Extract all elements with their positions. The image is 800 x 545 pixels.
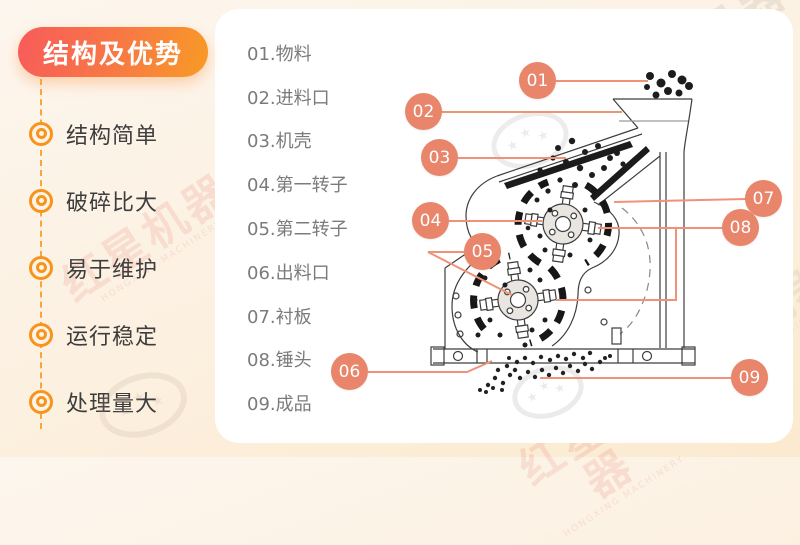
part-badge-08: 08 <box>722 209 759 246</box>
timeline-dashed-line <box>40 79 42 429</box>
part-badge-03: 03 <box>421 139 458 176</box>
legend-item: 03.机壳 <box>247 131 312 153</box>
feature-label: 处理量大 <box>66 391 159 417</box>
bullseye-icon <box>29 255 53 280</box>
parts-legend: 01.物料 02.进料口 03.机壳 04.第一转子 05.第二转子 06.出料… <box>247 31 348 425</box>
legend-item: 08.锤头 <box>247 350 312 372</box>
part-badge-04: 04 <box>412 202 449 239</box>
feature-item: 运行稳定 <box>29 301 158 368</box>
legend-item: 06.出料口 <box>247 262 330 284</box>
feature-item: 处理量大 <box>29 368 158 435</box>
part-badge-05: 05 <box>464 233 501 270</box>
bullseye-icon <box>29 188 53 213</box>
feature-label: 破碎比大 <box>66 190 159 216</box>
feature-list: 结构简单 破碎比大 易于维护 运行稳定 处理量大 <box>29 100 158 435</box>
legend-item: 09.成品 <box>247 394 312 416</box>
legend-item: 04.第一转子 <box>247 175 348 197</box>
part-badge-01: 01 <box>519 62 556 99</box>
section-title-banner: 结构及优势 <box>18 27 208 77</box>
legend-item: 02.进料口 <box>247 87 330 109</box>
section-title: 结构及优势 <box>42 39 183 70</box>
legend-item: 01.物料 <box>247 43 312 65</box>
part-badge-07: 07 <box>745 180 782 217</box>
part-badge-09: 09 <box>731 359 768 396</box>
feature-item: 易于维护 <box>29 234 158 301</box>
bullseye-icon <box>29 389 53 414</box>
bullseye-icon <box>29 322 53 347</box>
feature-label: 运行稳定 <box>66 324 159 350</box>
feature-label: 结构简单 <box>66 123 159 149</box>
part-badge-02: 02 <box>405 93 442 130</box>
bullseye-icon <box>29 121 53 146</box>
feature-item: 结构简单 <box>29 100 158 167</box>
legend-item: 05.第二转子 <box>247 219 348 241</box>
feature-label: 易于维护 <box>66 257 159 283</box>
legend-item: 07.衬板 <box>247 306 312 328</box>
diagram-card <box>215 9 793 443</box>
feature-item: 破碎比大 <box>29 167 158 234</box>
part-badge-06: 06 <box>331 353 368 390</box>
